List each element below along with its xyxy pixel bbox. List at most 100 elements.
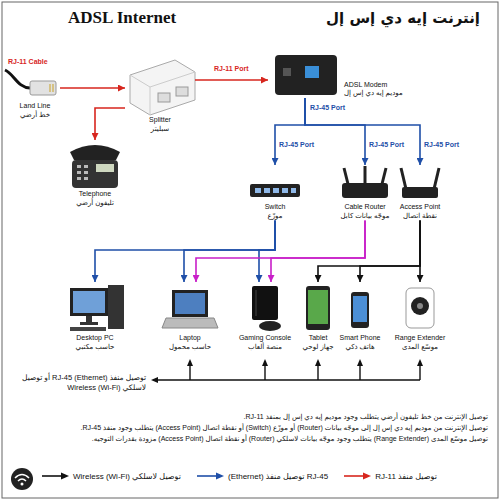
modem-icon	[283, 68, 291, 76]
wireless-bus	[357, 359, 363, 366]
port-label: RJ-45 Port	[369, 140, 404, 149]
title: ADSL Internet	[68, 8, 176, 28]
device-node: Land Lineخط أرضي	[10, 72, 60, 120]
device-node: Desktop PCحاسب مكتبي	[65, 282, 125, 352]
connector	[305, 98, 420, 165]
laptop-icon	[162, 318, 218, 328]
device-name: Smart Phone	[340, 334, 381, 343]
device-node: Smart Phoneهاتف ذكي	[338, 282, 383, 352]
legend-swatch	[40, 471, 70, 481]
device-node: Switchموزّع	[249, 165, 301, 221]
tablet-icon	[308, 290, 328, 324]
switch-icon	[250, 184, 300, 197]
device-label-column: Switchموزّع	[249, 203, 301, 221]
device-name-arabic: حاسب مكتبي	[76, 343, 115, 352]
device-name-arabic: تليفون أرضي	[76, 199, 114, 208]
desktop-pc-icon	[80, 322, 98, 325]
switch-icon	[291, 188, 296, 193]
router-icon	[382, 168, 386, 184]
access-point-icon	[402, 187, 438, 198]
wireless-bus	[359, 365, 360, 380]
connector	[318, 221, 420, 283]
land-line-plug	[53, 84, 54, 92]
device-label-column: Gaming Consoleمنصة ألعاب	[237, 334, 294, 352]
telephone-icon	[84, 171, 88, 174]
device-node: Gaming Consoleمنصة ألعاب	[237, 282, 294, 352]
connector	[60, 87, 125, 89]
device-name-arabic: خط أرضي	[20, 111, 50, 120]
icon-space	[67, 140, 123, 190]
wifi-logo	[11, 468, 33, 490]
port-label: RJ-45 Port	[424, 140, 459, 149]
range-extender-icon	[411, 297, 429, 315]
device-name: Switch	[265, 203, 286, 212]
wireless-bus	[417, 359, 423, 366]
port-label: RJ-11 Cable	[8, 57, 48, 66]
device-name: Gaming Console	[239, 334, 291, 343]
wifi-logo	[15, 475, 29, 479]
note-line: توصيل الإنترنت من موديم إيه دي إس إل إلى…	[12, 423, 488, 432]
smartphone-icon	[353, 296, 367, 322]
legend-text: (Ethernet) توصيل منفذ RJ-45	[228, 472, 328, 481]
device-label-column: ADSL Modemموديم إيه دي إس إل	[343, 81, 403, 99]
device-node: Range Extenderموسّع المدى	[393, 282, 448, 352]
laptop-icon	[162, 290, 218, 328]
device-name-arabic: منصة ألعاب	[248, 343, 282, 352]
device-label-column: Range Extenderموسّع المدى	[393, 334, 448, 352]
connector	[305, 98, 365, 165]
port-label: RJ-11 Port	[214, 64, 249, 73]
modem-icon	[275, 55, 337, 95]
legend-arrowhead	[363, 473, 371, 480]
note-line: توصيل موسّع المدى (Range Extender) يتطلب…	[12, 434, 488, 443]
range-extender-icon	[406, 288, 434, 328]
switch-icon	[250, 184, 300, 197]
legend-line	[42, 475, 62, 477]
icon-space	[65, 282, 125, 334]
telephone-icon	[72, 160, 118, 188]
device-label-column: Access Pointنقطة اتصال	[398, 203, 443, 221]
device-name: Land Line	[20, 102, 51, 111]
legend-item: توصيل منفذ RJ-11	[342, 471, 437, 481]
router-icon	[342, 183, 388, 198]
legend-swatch	[342, 471, 372, 481]
icon-space	[398, 165, 443, 203]
splitter-icon	[130, 60, 195, 115]
smartphone-icon	[351, 292, 369, 328]
device-name-arabic: حاسب محمول	[169, 343, 211, 352]
gaming-console-icon	[252, 286, 281, 331]
telephone-icon	[77, 171, 81, 174]
device-name: Laptop	[179, 334, 200, 343]
wireless-bus	[315, 359, 321, 366]
splitter-icon	[130, 60, 195, 115]
connector	[259, 221, 275, 283]
icon-space	[237, 282, 294, 334]
device-name: Tablet	[309, 334, 328, 343]
splitter-icon	[150, 87, 151, 115]
icon-space	[339, 165, 392, 203]
desktop-pc-icon	[108, 285, 124, 329]
splitter-icon	[176, 87, 188, 96]
tablet-icon	[306, 286, 330, 330]
router-icon	[364, 166, 367, 184]
title-arabic: إنترنت إيه دي إس إل	[290, 9, 480, 29]
device-label-column: Tabletجهاز لوحي	[301, 334, 336, 352]
connection-note: توصيل منفذ RJ-45 (Ethernet) أو توصيل لاس…	[18, 373, 146, 393]
device-label-column: Desktop PCحاسب مكتبي	[65, 334, 125, 352]
legend-arrowhead	[216, 473, 224, 480]
range-extender-icon	[406, 288, 434, 328]
device-name: Splitter	[149, 116, 171, 125]
tablet-icon	[306, 286, 330, 330]
wifi-logo	[21, 483, 24, 486]
device-name-arabic: هاتف ذكي	[345, 343, 374, 352]
connector	[196, 221, 365, 283]
device-node: ADSL Modemموديم إيه دي إس إل	[268, 48, 403, 98]
telephone-icon	[84, 165, 88, 168]
splitter-icon	[130, 72, 195, 87]
desktop-pc-icon	[70, 285, 124, 331]
device-name: Desktop PC	[76, 334, 113, 343]
icon-space	[10, 72, 60, 102]
legend-swatch	[195, 471, 225, 481]
gaming-console-icon	[252, 286, 278, 320]
device-name: Range Extender	[395, 334, 446, 343]
